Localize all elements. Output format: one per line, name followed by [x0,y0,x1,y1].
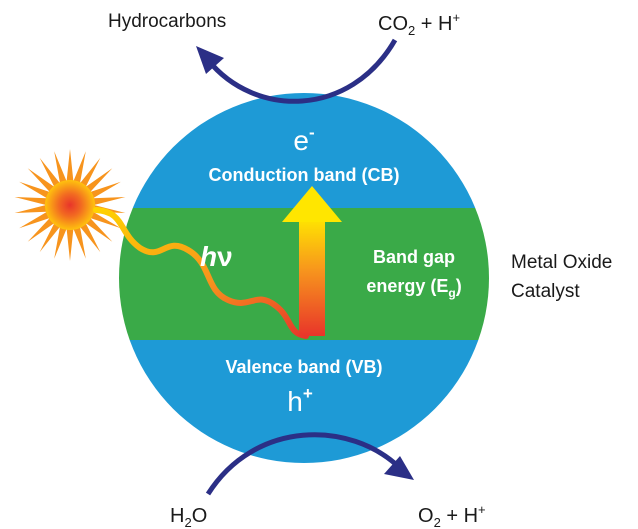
photon-wave-icon [93,207,309,339]
reduction-arrow [206,38,398,104]
up-arrow-icon [282,186,342,336]
valence-band-label: Valence band (VB) [225,357,382,377]
hydrocarbons-label: Hydrocarbons [108,11,226,32]
oxidation-arrowhead-icon [384,456,414,480]
conduction-band-label: Conduction band (CB) [209,165,400,185]
oxidation-arrow [205,432,402,496]
band-gap-label-line1: Band gap [373,247,455,267]
reduction-arrowhead-icon [196,46,224,74]
sun-core [45,180,95,230]
catalyst-label-line1: Metal Oxide [511,252,612,273]
electron-label: e- [293,123,314,156]
sun-icon [14,149,126,261]
catalyst-label-line2: Catalyst [511,281,580,302]
co2-h-label: CO2 + H+ [378,10,460,38]
photon-label: hν [200,241,233,272]
o2-h-label: O2 + H+ [418,502,486,529]
hole-label: h+ [287,384,313,417]
h2o-label: H2O [170,505,207,529]
band-gap-label-line2: energy (Eg) [366,276,461,300]
